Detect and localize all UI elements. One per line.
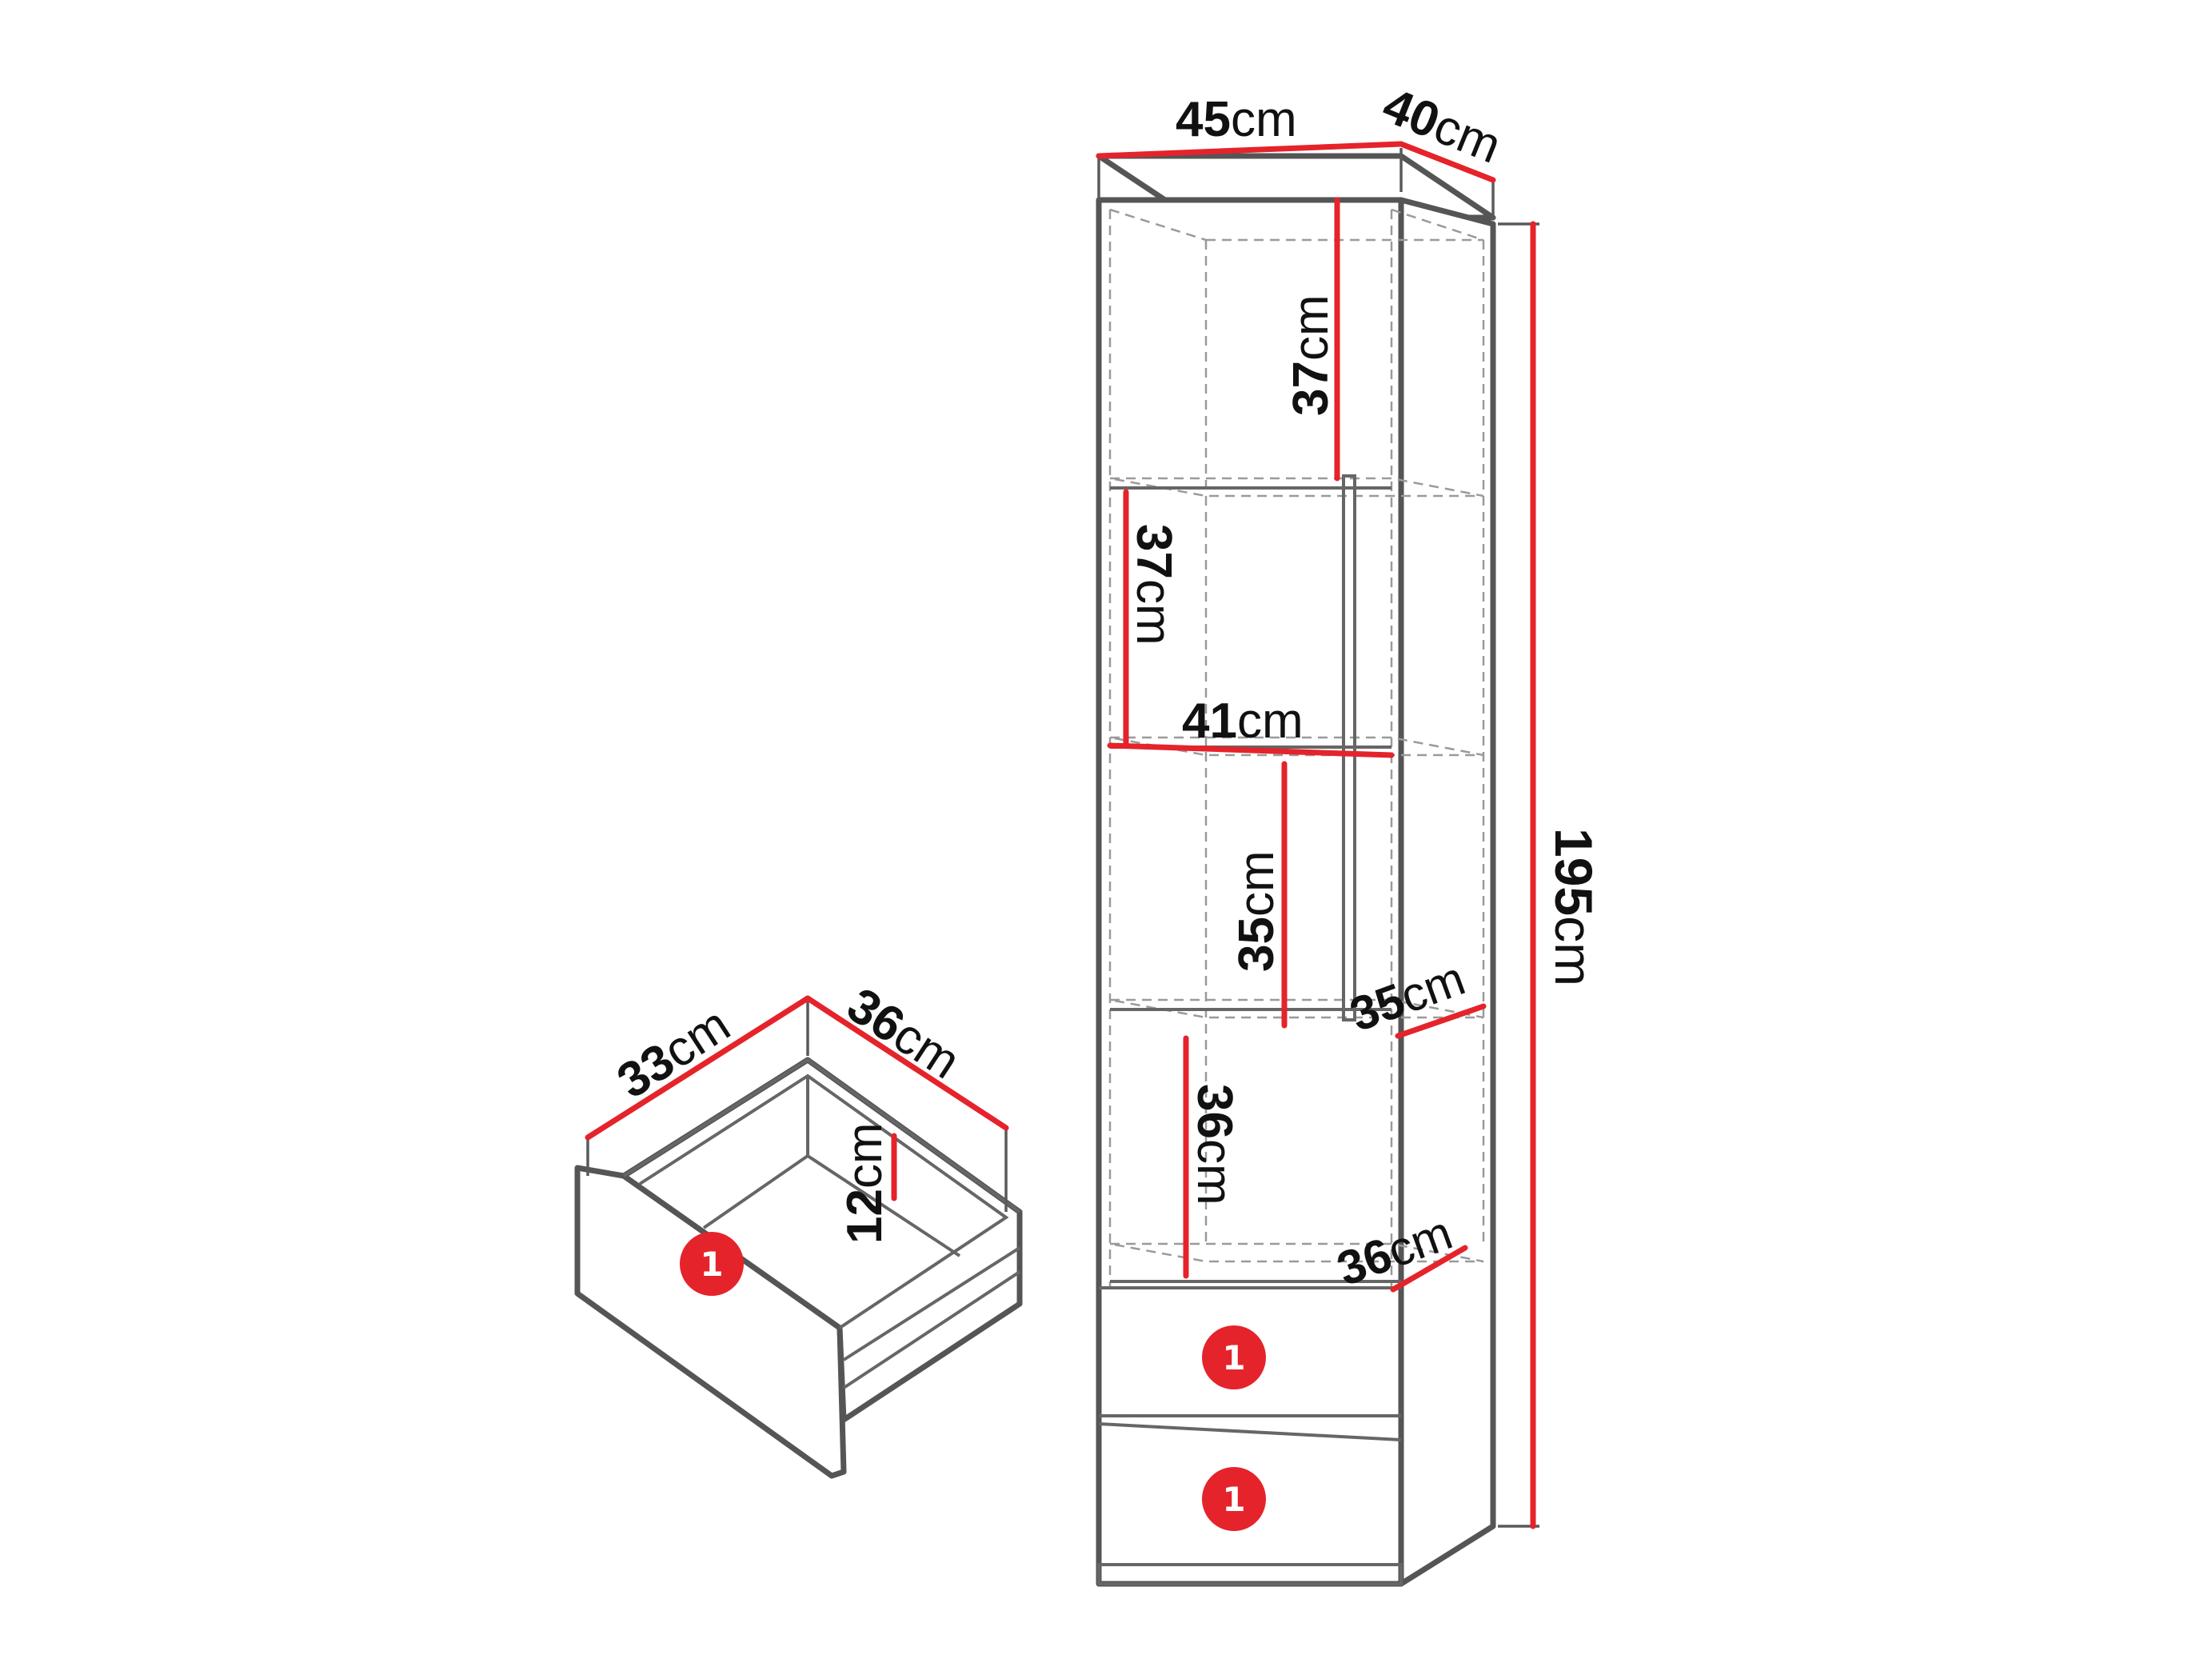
cabinet-shelves — [1109, 477, 1484, 1283]
cabinet-plinth — [1097, 1563, 1403, 1585]
drawer-divider-shadow — [1098, 1422, 1402, 1441]
label-shelf2: 37cm — [1126, 524, 1181, 646]
svg-text:1: 1 — [1222, 1338, 1245, 1377]
drawer-badge-lower: 1 — [1202, 1467, 1266, 1531]
drawer — [574, 1057, 1023, 1479]
label-shelf3: 35cm — [1229, 850, 1284, 972]
dim-line-depth — [1398, 141, 1496, 183]
dim-line-shelf4-depth — [1390, 1245, 1468, 1293]
svg-text:1: 1 — [1222, 1480, 1245, 1519]
cabinet — [1096, 153, 1496, 1587]
cabinet-interior-dashed — [1108, 208, 1485, 1288]
dim-line-drawer-width — [585, 995, 811, 1141]
drawer-dimension-lines — [585, 995, 1009, 1201]
label-shelf1: 37cm — [1284, 294, 1339, 416]
dim-line-inner-width — [1107, 742, 1395, 758]
label-width: 45cm — [1176, 92, 1297, 147]
dim-line-width — [1096, 141, 1404, 159]
drawer-dimension-guides — [586, 996, 1008, 1212]
cabinet-dimension-lines — [1096, 141, 1536, 1529]
cabinet-side — [1398, 197, 1496, 1587]
drawer-badge-upper: 1 — [1202, 1325, 1266, 1389]
label-height: 195cm — [1544, 828, 1603, 986]
label-shelf4: 36cm — [1187, 1084, 1242, 1205]
dim-line-shelf3-depth — [1395, 1003, 1487, 1039]
label-drawer-depth: 36cm — [837, 977, 969, 1089]
label-inner-width: 41cm — [1182, 694, 1304, 749]
label-drawer-width: 33cm — [608, 997, 740, 1109]
svg-text:1: 1 — [700, 1245, 723, 1284]
door-handle — [1342, 474, 1356, 1021]
label-drawer-height: 12cm — [837, 1122, 892, 1244]
dim-line-drawer-depth — [805, 995, 1009, 1131]
drawer-badge: 1 — [680, 1232, 744, 1296]
